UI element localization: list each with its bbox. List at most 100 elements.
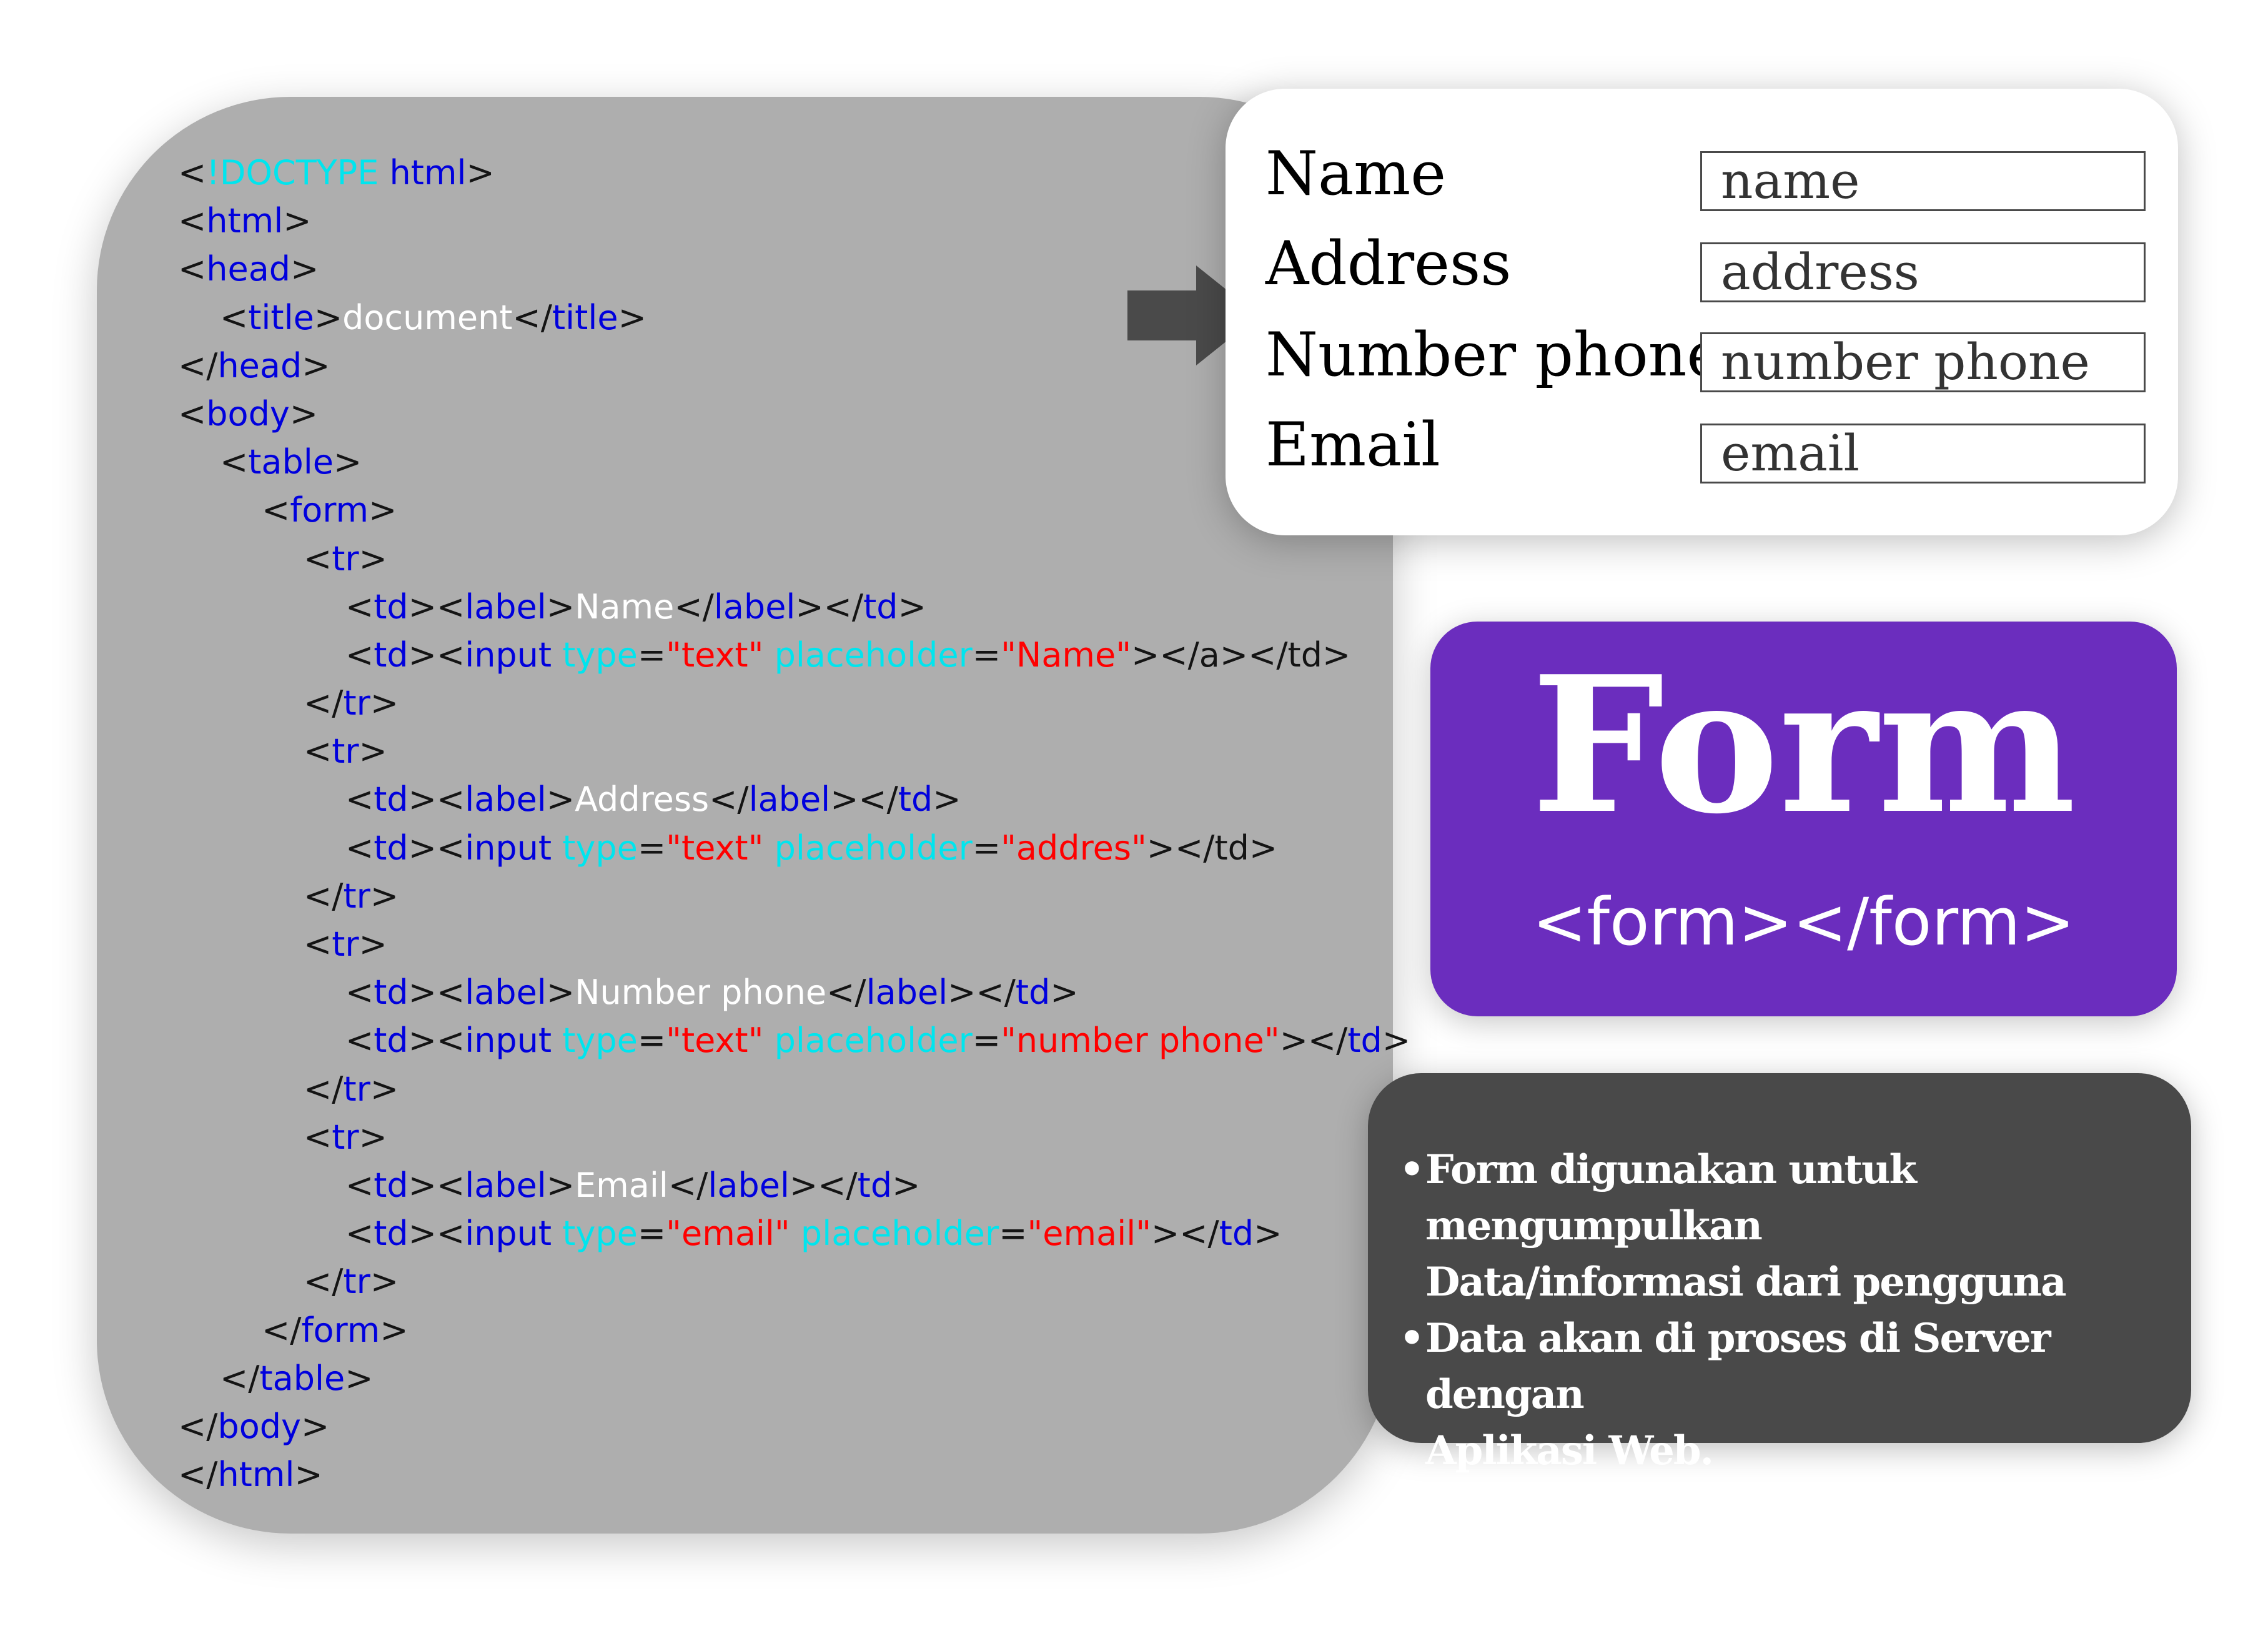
code-line: <table> xyxy=(178,438,1410,486)
code-token: td xyxy=(374,1214,409,1254)
code-token: = xyxy=(972,635,1001,675)
code-line: </form> xyxy=(178,1306,1410,1354)
code-token: td xyxy=(1015,973,1051,1013)
info-text: Data akan di proses di Server dengan Apl… xyxy=(1425,1315,2051,1474)
code-token: > xyxy=(1254,1214,1282,1254)
code-token: td xyxy=(374,587,409,627)
code-token: table xyxy=(248,442,334,482)
code-token: placeholder xyxy=(763,1021,973,1061)
code-token: < xyxy=(178,201,207,241)
code-line: </head> xyxy=(178,342,1410,390)
code-token: tr xyxy=(343,683,370,723)
code-token: < xyxy=(178,153,207,192)
code-token: td xyxy=(374,780,409,820)
code-token: td xyxy=(374,828,409,868)
code-token: > xyxy=(369,490,397,530)
code-token: td xyxy=(1219,1214,1254,1254)
code-token: input xyxy=(465,1021,552,1061)
code-token: > xyxy=(314,297,343,337)
code-token: = xyxy=(637,1214,666,1254)
code-token: < xyxy=(345,780,374,820)
number-phone-label: Number phone xyxy=(1265,320,1723,390)
code-token: > xyxy=(370,876,399,916)
code-line: </tr> xyxy=(178,679,1410,727)
code-token: = xyxy=(972,828,1001,868)
code-line: </table> xyxy=(178,1354,1410,1402)
code-token: td xyxy=(863,587,898,627)
code-token: placeholder xyxy=(763,635,973,675)
number-phone-input[interactable]: number phone xyxy=(1700,332,2146,392)
code-token: < xyxy=(304,731,332,771)
code-token: > xyxy=(370,1069,399,1109)
code-token: placeholder xyxy=(763,828,973,868)
code-token: input xyxy=(465,828,552,868)
form-preview-panel: Name name Address address Number phone n… xyxy=(1226,89,2178,535)
code-token: tr xyxy=(332,538,359,578)
code-token: type xyxy=(552,1021,638,1061)
code-token: > xyxy=(359,925,387,964)
code-token: "addres" xyxy=(1001,828,1147,868)
code-token: </ xyxy=(304,683,344,723)
code-token: title xyxy=(248,297,314,337)
code-token: > xyxy=(618,297,646,337)
code-line: <tr> xyxy=(178,727,1410,775)
code-token: ></a></td> xyxy=(1131,635,1351,675)
code-token: > xyxy=(334,442,362,482)
code-token: form xyxy=(301,1310,380,1350)
code-token: > xyxy=(290,249,319,289)
code-token: body xyxy=(217,1406,302,1446)
code-token: ></ xyxy=(948,973,1016,1013)
code-line: </html> xyxy=(178,1450,1410,1499)
code-token: td xyxy=(1347,1021,1382,1061)
code-token: ></ xyxy=(795,587,864,627)
code-token: document xyxy=(342,297,513,337)
code-token: tr xyxy=(332,925,359,964)
code-token: label xyxy=(713,587,796,627)
code-token: "text" xyxy=(666,1021,764,1061)
info-panel: • Form digunakan untuk mengumpulkan Data… xyxy=(1368,1073,2191,1474)
code-token: body xyxy=(206,394,290,434)
code-token: = xyxy=(999,1214,1028,1254)
code-token: </ xyxy=(178,1406,218,1446)
code-line: <form> xyxy=(178,486,1410,534)
code-token: < xyxy=(304,925,332,964)
code-token: title xyxy=(552,297,618,337)
email-input[interactable]: email xyxy=(1700,424,2146,483)
code-token: td xyxy=(374,973,409,1013)
code-token: >< xyxy=(408,635,465,675)
code-line: <head> xyxy=(178,245,1410,293)
code-token: </ xyxy=(709,780,749,820)
code-token: < xyxy=(304,1117,332,1157)
code-token: label xyxy=(748,780,831,820)
code-token: > xyxy=(546,780,575,820)
code-token: = xyxy=(637,828,666,868)
code-token: Address xyxy=(575,780,710,820)
code-token: label xyxy=(465,1165,547,1205)
info-item: • Data akan di proses di Server dengan A… xyxy=(1399,1311,2191,1479)
code-token: < xyxy=(345,635,374,675)
code-token: > xyxy=(359,731,387,771)
code-token: Name xyxy=(575,587,675,627)
code-token: ></ xyxy=(830,780,898,820)
info-text: Form digunakan untuk mengumpulkan Data/i… xyxy=(1425,1146,2067,1306)
code-token: label xyxy=(465,973,547,1013)
code-token: >< xyxy=(408,780,465,820)
code-token: > xyxy=(294,1455,323,1495)
code-token: </ xyxy=(304,1069,344,1109)
address-input[interactable]: address xyxy=(1700,242,2146,302)
code-token: > xyxy=(546,973,575,1013)
email-label: Email xyxy=(1265,410,1440,480)
code-line: <td><input type="text" placeholder="numb… xyxy=(178,1016,1410,1064)
code-line: <body> xyxy=(178,390,1410,438)
code-token: > xyxy=(892,1165,921,1205)
code-token: > xyxy=(466,153,495,192)
code-token: tr xyxy=(343,1069,370,1109)
name-input[interactable]: name xyxy=(1700,151,2146,211)
code-token: > xyxy=(370,683,399,723)
code-token: < xyxy=(345,1165,374,1205)
code-line: <td><input type="text" placeholder="Name… xyxy=(178,631,1410,679)
code-token: </ xyxy=(674,587,714,627)
code-token: >< xyxy=(408,587,465,627)
code-token: label xyxy=(465,587,547,627)
code-line: <td><input type="text" placeholder="addr… xyxy=(178,824,1410,872)
